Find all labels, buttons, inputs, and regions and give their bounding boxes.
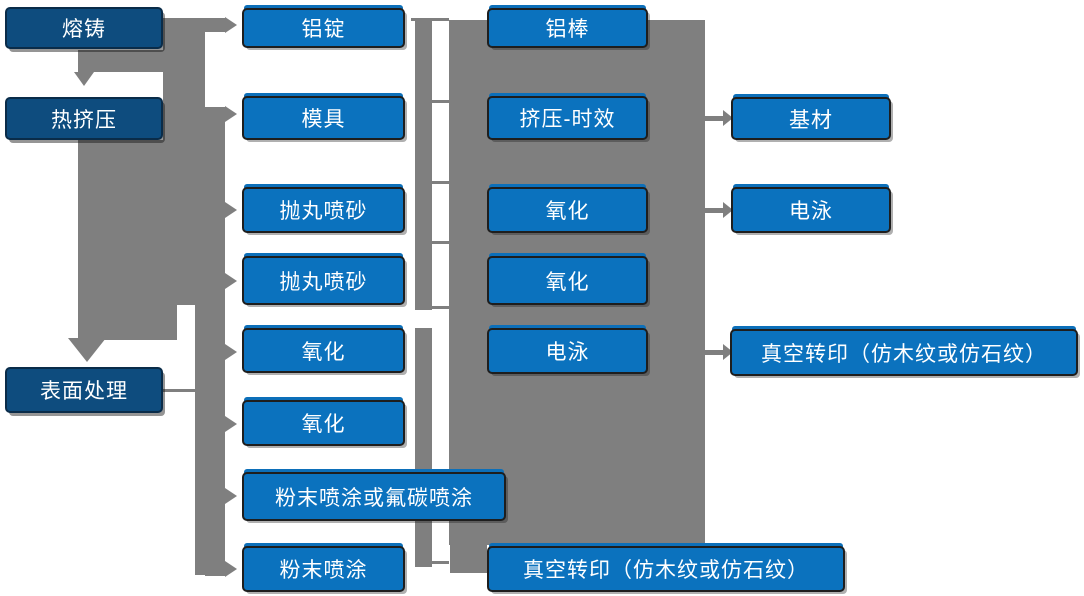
connector-bar	[432, 306, 449, 309]
arrowhead-right-icon	[225, 561, 237, 577]
arrowhead-right-icon	[225, 488, 237, 504]
connector-bar	[163, 389, 195, 392]
node-surface-treatment: 表面处理	[5, 367, 163, 413]
arrow-shaft	[205, 274, 225, 288]
arrow-shaft	[205, 562, 225, 576]
arrowhead-right-icon	[225, 106, 237, 122]
connector-bar	[415, 328, 432, 567]
arrowhead-down-icon	[74, 72, 94, 86]
node-powder-or-fluorocarbon: 粉末喷涂或氟碳喷涂	[242, 472, 506, 521]
connector-bar	[78, 140, 177, 340]
node-electrophoresis-1: 电泳	[487, 328, 648, 374]
arrowhead-right-icon	[225, 17, 237, 33]
connector-bar	[432, 561, 449, 564]
node-oxidation-3: 氧化	[487, 187, 648, 233]
connector-bar	[432, 181, 449, 184]
node-vacuum-transfer-bottom: 真空转印（仿木纹或仿石纹）	[487, 546, 845, 592]
arrow-shaft	[205, 489, 225, 503]
node-electrophoresis-2: 电泳	[731, 187, 891, 233]
node-powder-coating: 粉末喷涂	[242, 546, 405, 592]
arrow-shaft	[705, 207, 723, 213]
arrow-shaft	[205, 203, 225, 217]
arrow-shaft	[205, 18, 225, 32]
node-shot-blast-1: 抛丸喷砂	[242, 187, 405, 233]
arrow-shaft	[205, 417, 225, 431]
arrowhead-right-icon	[723, 110, 733, 126]
node-oxidation-4: 氧化	[487, 256, 648, 305]
connector-bar	[450, 528, 487, 573]
node-extrusion-aging: 挤压-时效	[487, 96, 648, 140]
node-hot-extrusion: 热挤压	[5, 97, 163, 140]
connector-bar	[432, 241, 449, 244]
arrowhead-right-icon	[225, 202, 237, 218]
arrowhead-right-icon	[225, 273, 237, 289]
arrowhead-right-icon	[225, 344, 237, 360]
node-base-material: 基材	[731, 97, 891, 140]
arrow-shaft	[205, 345, 225, 359]
arrow-shaft	[705, 349, 723, 355]
connector-bar	[78, 50, 205, 72]
arrowhead-down-icon	[68, 338, 106, 362]
node-al-rod: 铝棒	[487, 8, 648, 48]
node-melt-cast: 熔铸	[5, 7, 163, 49]
connector-bar	[432, 100, 449, 103]
node-shot-blast-2: 抛丸喷砂	[242, 256, 405, 305]
arrow-shaft	[205, 107, 225, 121]
node-oxidation-1: 氧化	[242, 328, 405, 373]
connector-bar	[411, 18, 449, 21]
arrowhead-right-icon	[723, 344, 733, 360]
arrowhead-right-icon	[723, 202, 733, 218]
arrow-shaft	[705, 115, 723, 121]
arrowhead-right-icon	[225, 416, 237, 432]
node-al-ingot: 铝锭	[242, 8, 405, 48]
node-oxidation-2: 氧化	[242, 400, 405, 446]
connector-bar	[415, 18, 432, 310]
node-vacuum-transfer-right: 真空转印（仿木纹或仿石纹）	[730, 329, 1078, 376]
node-mold: 模具	[242, 96, 405, 140]
